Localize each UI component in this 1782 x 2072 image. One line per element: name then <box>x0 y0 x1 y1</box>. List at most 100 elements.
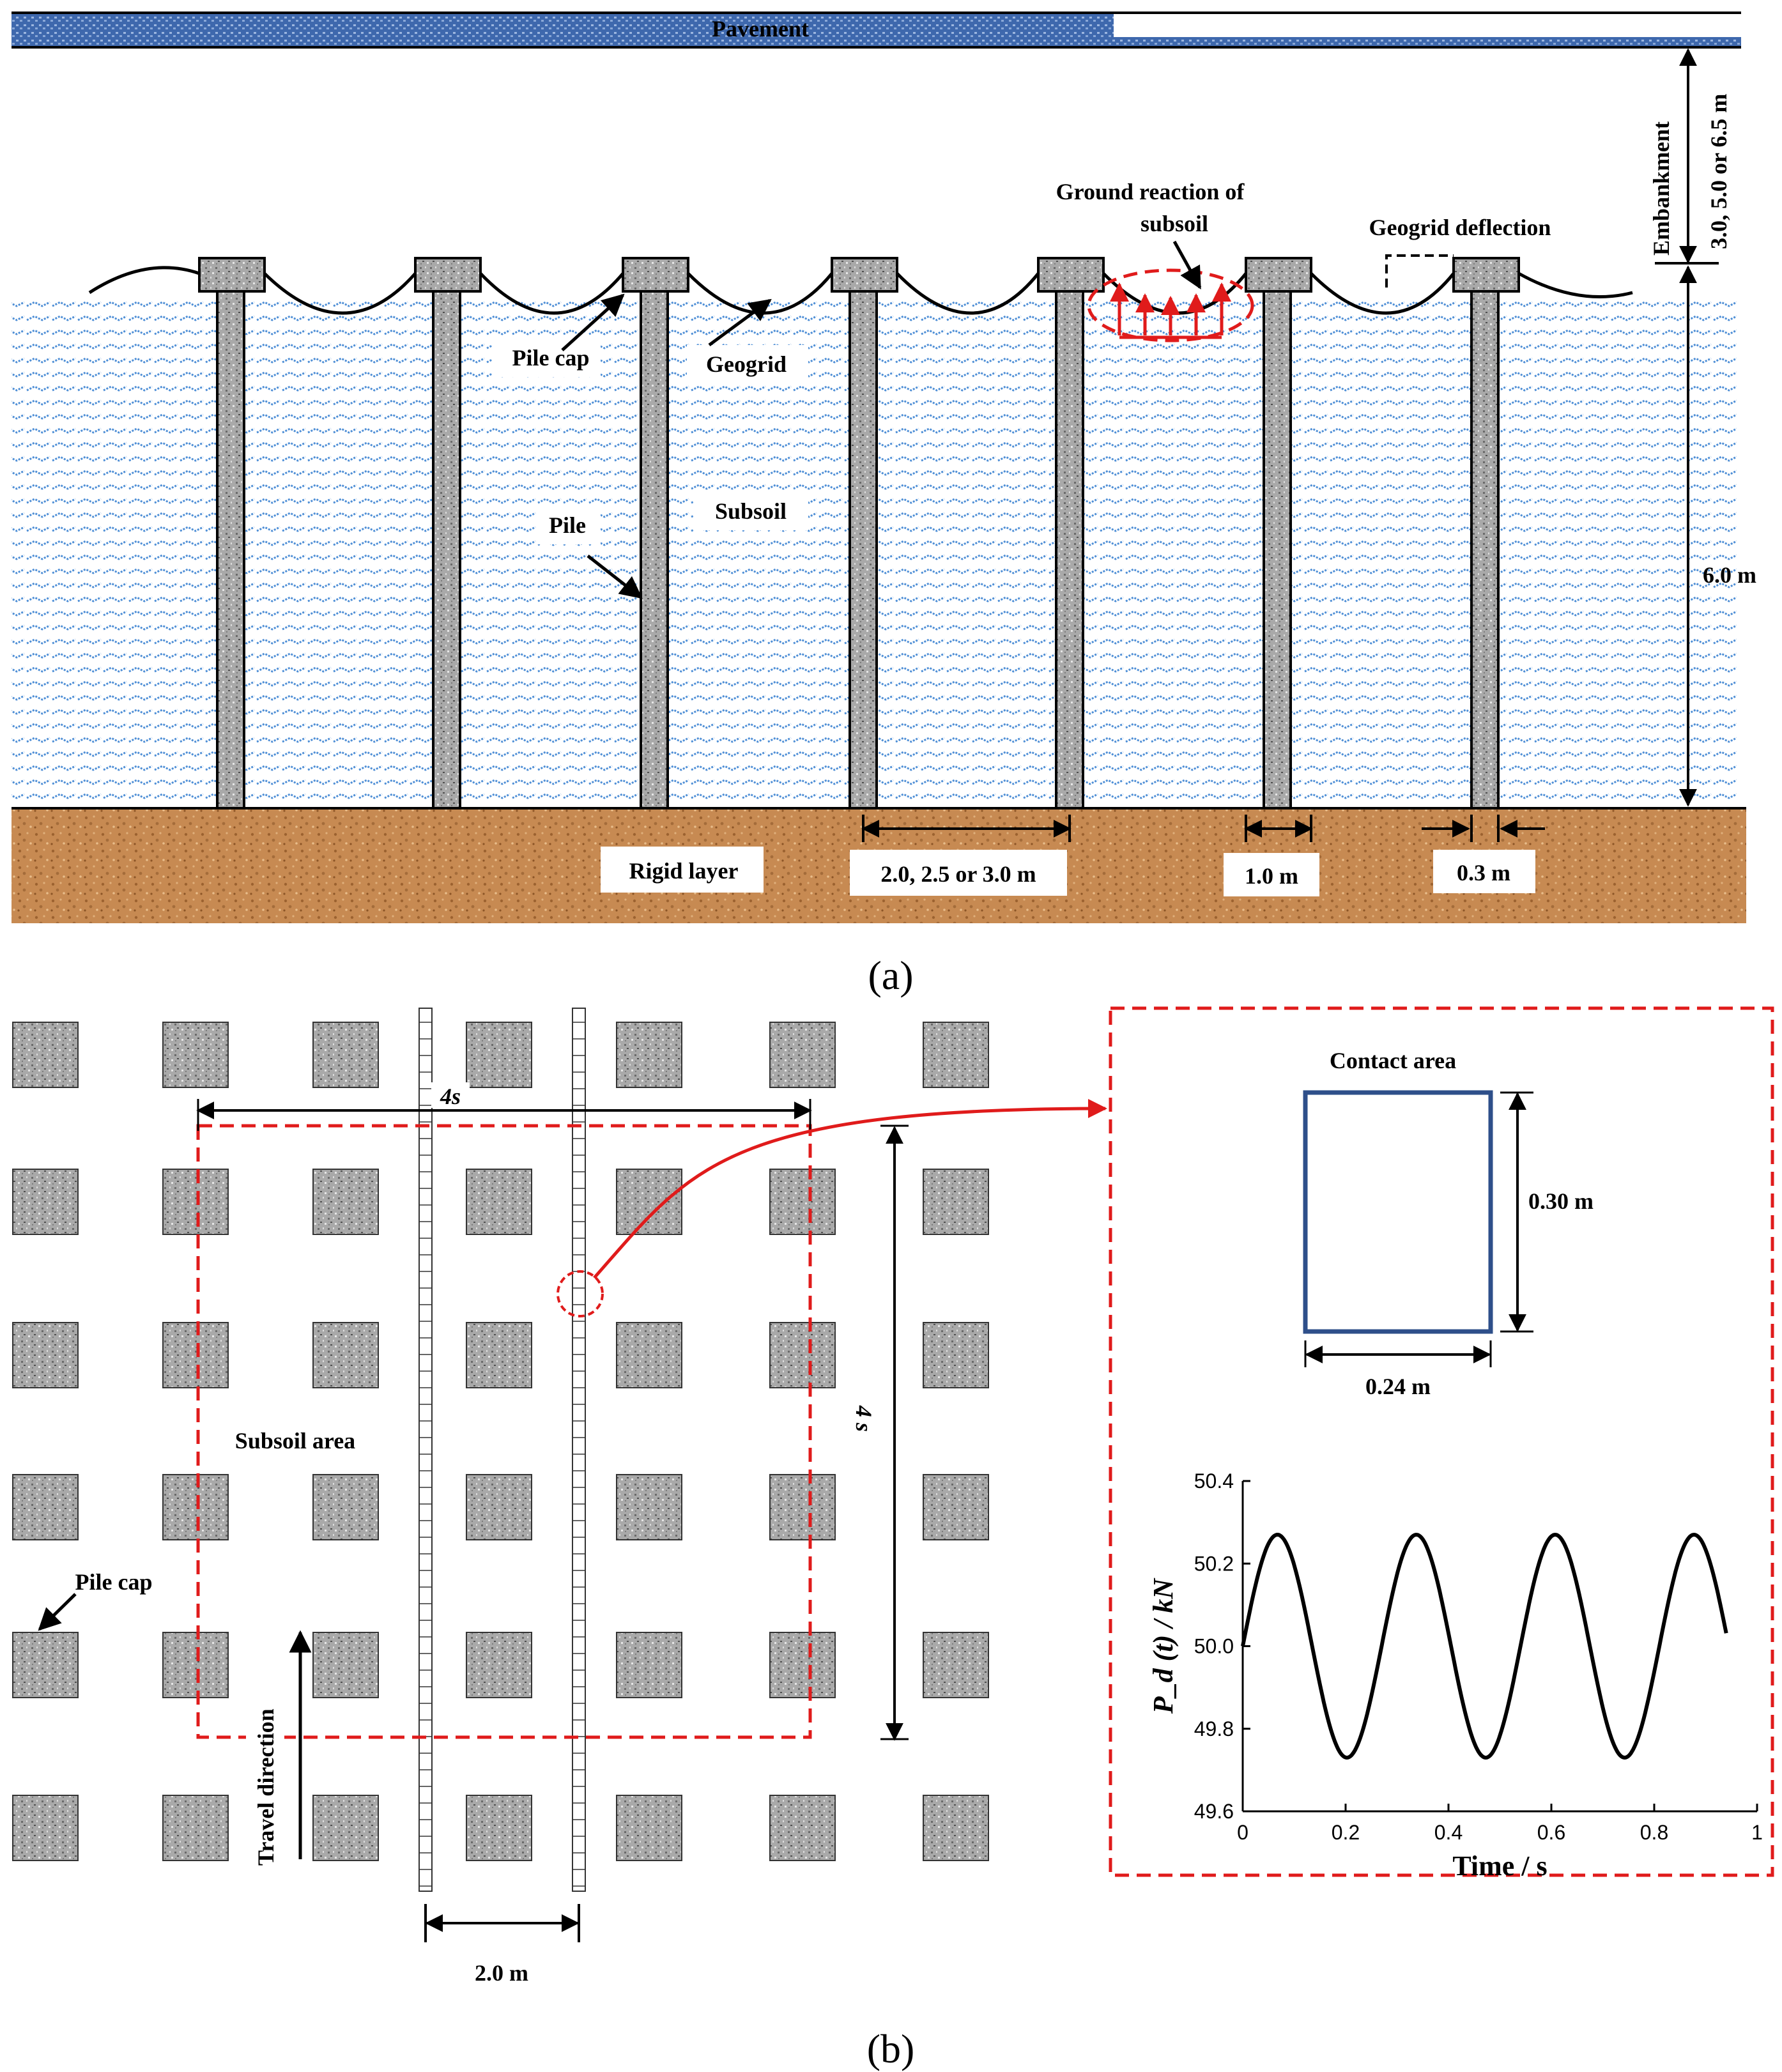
pile-cap <box>616 1322 682 1388</box>
pile-cap <box>312 1795 379 1861</box>
x-tick-label: 0.6 <box>1537 1821 1565 1844</box>
pile-cap <box>162 1795 229 1861</box>
pile-cap-grid <box>12 1022 989 1861</box>
subsoil-depth-label: 6.0 m <box>1703 562 1756 588</box>
pile-cap <box>466 1795 532 1861</box>
rail <box>419 1008 433 1892</box>
pile-cap <box>622 257 689 293</box>
contact-length-label: 0.30 m <box>1528 1188 1594 1214</box>
y-tick-label: 50.0 <box>1194 1635 1234 1658</box>
pile-cap <box>162 1632 229 1698</box>
piles <box>198 257 1520 810</box>
pile-cap <box>1452 257 1520 293</box>
panel-b: 4s 4 s Subsoil area Pile cap Travel dire… <box>12 1006 1774 2071</box>
panel-a-label: (a) <box>868 953 913 998</box>
inset-frame <box>1109 1006 1774 1877</box>
subsoil-area-boundary <box>196 1124 812 1739</box>
pile <box>414 257 482 810</box>
span-vertical-label: 4 s <box>851 1405 877 1432</box>
pile-cap <box>312 1169 379 1235</box>
pile-cap <box>162 1322 229 1388</box>
pile <box>831 257 898 810</box>
pile-cap <box>1245 257 1312 293</box>
pile-cap <box>1037 257 1105 293</box>
pile-cap <box>616 1169 682 1235</box>
y-tick-label: 50.4 <box>1194 1470 1234 1493</box>
pile-cap <box>12 1322 79 1388</box>
pile-cap <box>616 1474 682 1540</box>
rigid-layer-label: Rigid layer <box>629 858 739 884</box>
pile <box>198 257 266 810</box>
ground-reaction-label-1: Ground reaction of <box>1056 179 1245 204</box>
pile-cap <box>466 1022 532 1088</box>
pile-label: Pile <box>549 512 586 538</box>
pile <box>622 257 689 810</box>
pile-cap <box>466 1169 532 1235</box>
panel-b-label: (b) <box>867 2026 915 2071</box>
pile-cap <box>769 1795 836 1861</box>
panel-a: Pavement <box>12 12 1756 998</box>
pile-cap <box>831 257 898 293</box>
pile <box>1037 257 1105 810</box>
y-axis-title: P_d (t) / kN <box>1148 1577 1179 1715</box>
pile-cap <box>162 1022 229 1088</box>
pile-cap <box>923 1022 989 1088</box>
pile-cap <box>769 1022 836 1088</box>
pile-cap <box>616 1632 682 1698</box>
rail <box>572 1008 586 1892</box>
track-gauge-label: 2.0 m <box>475 1960 528 1986</box>
subsoil-label: Subsoil <box>715 498 787 524</box>
pile-width-label: 0.3 m <box>1457 860 1510 886</box>
pile-cap <box>923 1474 989 1540</box>
x-tick-label: 0.8 <box>1640 1821 1668 1844</box>
subsoil-area-label: Subsoil area <box>235 1428 355 1454</box>
pile-cap <box>12 1169 79 1235</box>
x-tick-label: 0 <box>1237 1821 1248 1844</box>
embankment-height: 3.0, 5.0 or 6.5 m <box>1706 94 1732 249</box>
pile-cap-label-a: Pile cap <box>512 345 590 371</box>
pile-cap <box>162 1169 229 1235</box>
pile-cap <box>12 1632 79 1698</box>
embankment-label: Embankment <box>1648 121 1674 256</box>
pile-cap <box>12 1795 79 1861</box>
pile-cap <box>923 1169 989 1235</box>
ground-reaction-highlight <box>1087 268 1254 342</box>
x-tick-label: 0.4 <box>1434 1821 1463 1844</box>
pile-cap <box>414 257 482 293</box>
pile-cap <box>923 1795 989 1861</box>
x-tick-label: 1 <box>1751 1821 1763 1844</box>
ground-reaction-label-2: subsoil <box>1141 211 1208 236</box>
contact-zoom-circle <box>557 1270 604 1317</box>
pile-cap <box>162 1474 229 1540</box>
deflection-marker <box>1385 254 1454 288</box>
pile-cap <box>923 1322 989 1388</box>
x-tick-label: 0.2 <box>1332 1821 1360 1844</box>
pile-cap <box>12 1474 79 1540</box>
pile-cap <box>312 1474 379 1540</box>
contact-area-title: Contact area <box>1330 1048 1456 1073</box>
pile-cap <box>769 1474 836 1540</box>
pile-cap <box>198 257 266 293</box>
travel-direction-label: Travel direction <box>253 1708 279 1866</box>
pile-cap <box>616 1795 682 1861</box>
zoom-connector <box>593 1099 1107 1279</box>
pile <box>1452 257 1520 810</box>
x-axis-title: Time / s <box>1452 1850 1547 1882</box>
pile-cap <box>466 1322 532 1388</box>
pavement-band <box>12 14 1114 46</box>
pile-cap <box>769 1169 836 1235</box>
contact-area-rect <box>1303 1090 1493 1334</box>
pile-cap <box>769 1632 836 1698</box>
pile-cap <box>466 1474 532 1540</box>
geogrid-label: Geogrid <box>706 351 787 377</box>
pile-cap <box>769 1322 836 1388</box>
pile-spacing-label: 2.0, 2.5 or 3.0 m <box>880 861 1036 887</box>
y-tick-label: 49.8 <box>1194 1717 1234 1740</box>
pile-cap <box>312 1632 379 1698</box>
pile-cap <box>466 1632 532 1698</box>
contact-width-label: 0.24 m <box>1365 1374 1431 1399</box>
y-tick-label: 50.2 <box>1194 1552 1234 1575</box>
span-horizontal-label: 4s <box>440 1084 461 1109</box>
